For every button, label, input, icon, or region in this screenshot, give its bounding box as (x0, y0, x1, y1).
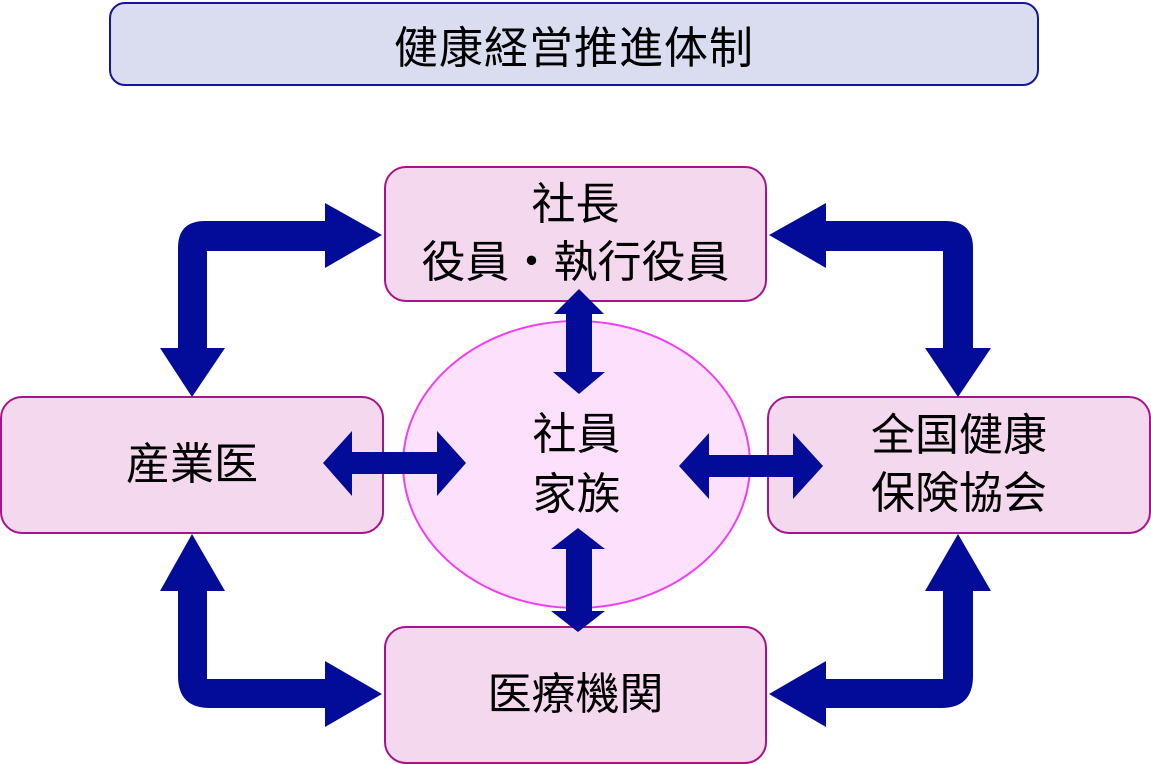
node-health-insurance-line-1: 全国健康 (871, 410, 1047, 461)
node-medical-institutions: 医療機関 (384, 626, 767, 764)
node-employees-family: 社員 家族 (402, 320, 751, 609)
node-medical-institutions-label: 医療機関 (487, 669, 664, 720)
node-employees-line-1: 社員 (532, 408, 621, 460)
node-health-insurance-association: 全国健康 保険協会 (767, 396, 1151, 534)
node-executives: 社長 役員・執行役員 (384, 166, 767, 302)
node-health-insurance-line-2: 保険協会 (871, 468, 1047, 519)
node-executives-line-2: 役員・執行役員 (421, 237, 730, 288)
node-industrial-physician-label: 産業医 (126, 439, 258, 490)
title-box: 健康経営推進体制 (109, 2, 1039, 86)
node-industrial-physician: 産業医 (0, 396, 384, 534)
diagram-title: 健康経営推進体制 (394, 23, 754, 74)
node-executives-line-1: 社長 (531, 179, 620, 230)
arrow-physician-medical (160, 534, 382, 727)
arrow-executives-physician (160, 203, 382, 397)
arrow-medical-insurance (769, 534, 991, 727)
node-employees-line-2: 家族 (532, 468, 621, 520)
arrow-executives-insurance (769, 203, 991, 397)
